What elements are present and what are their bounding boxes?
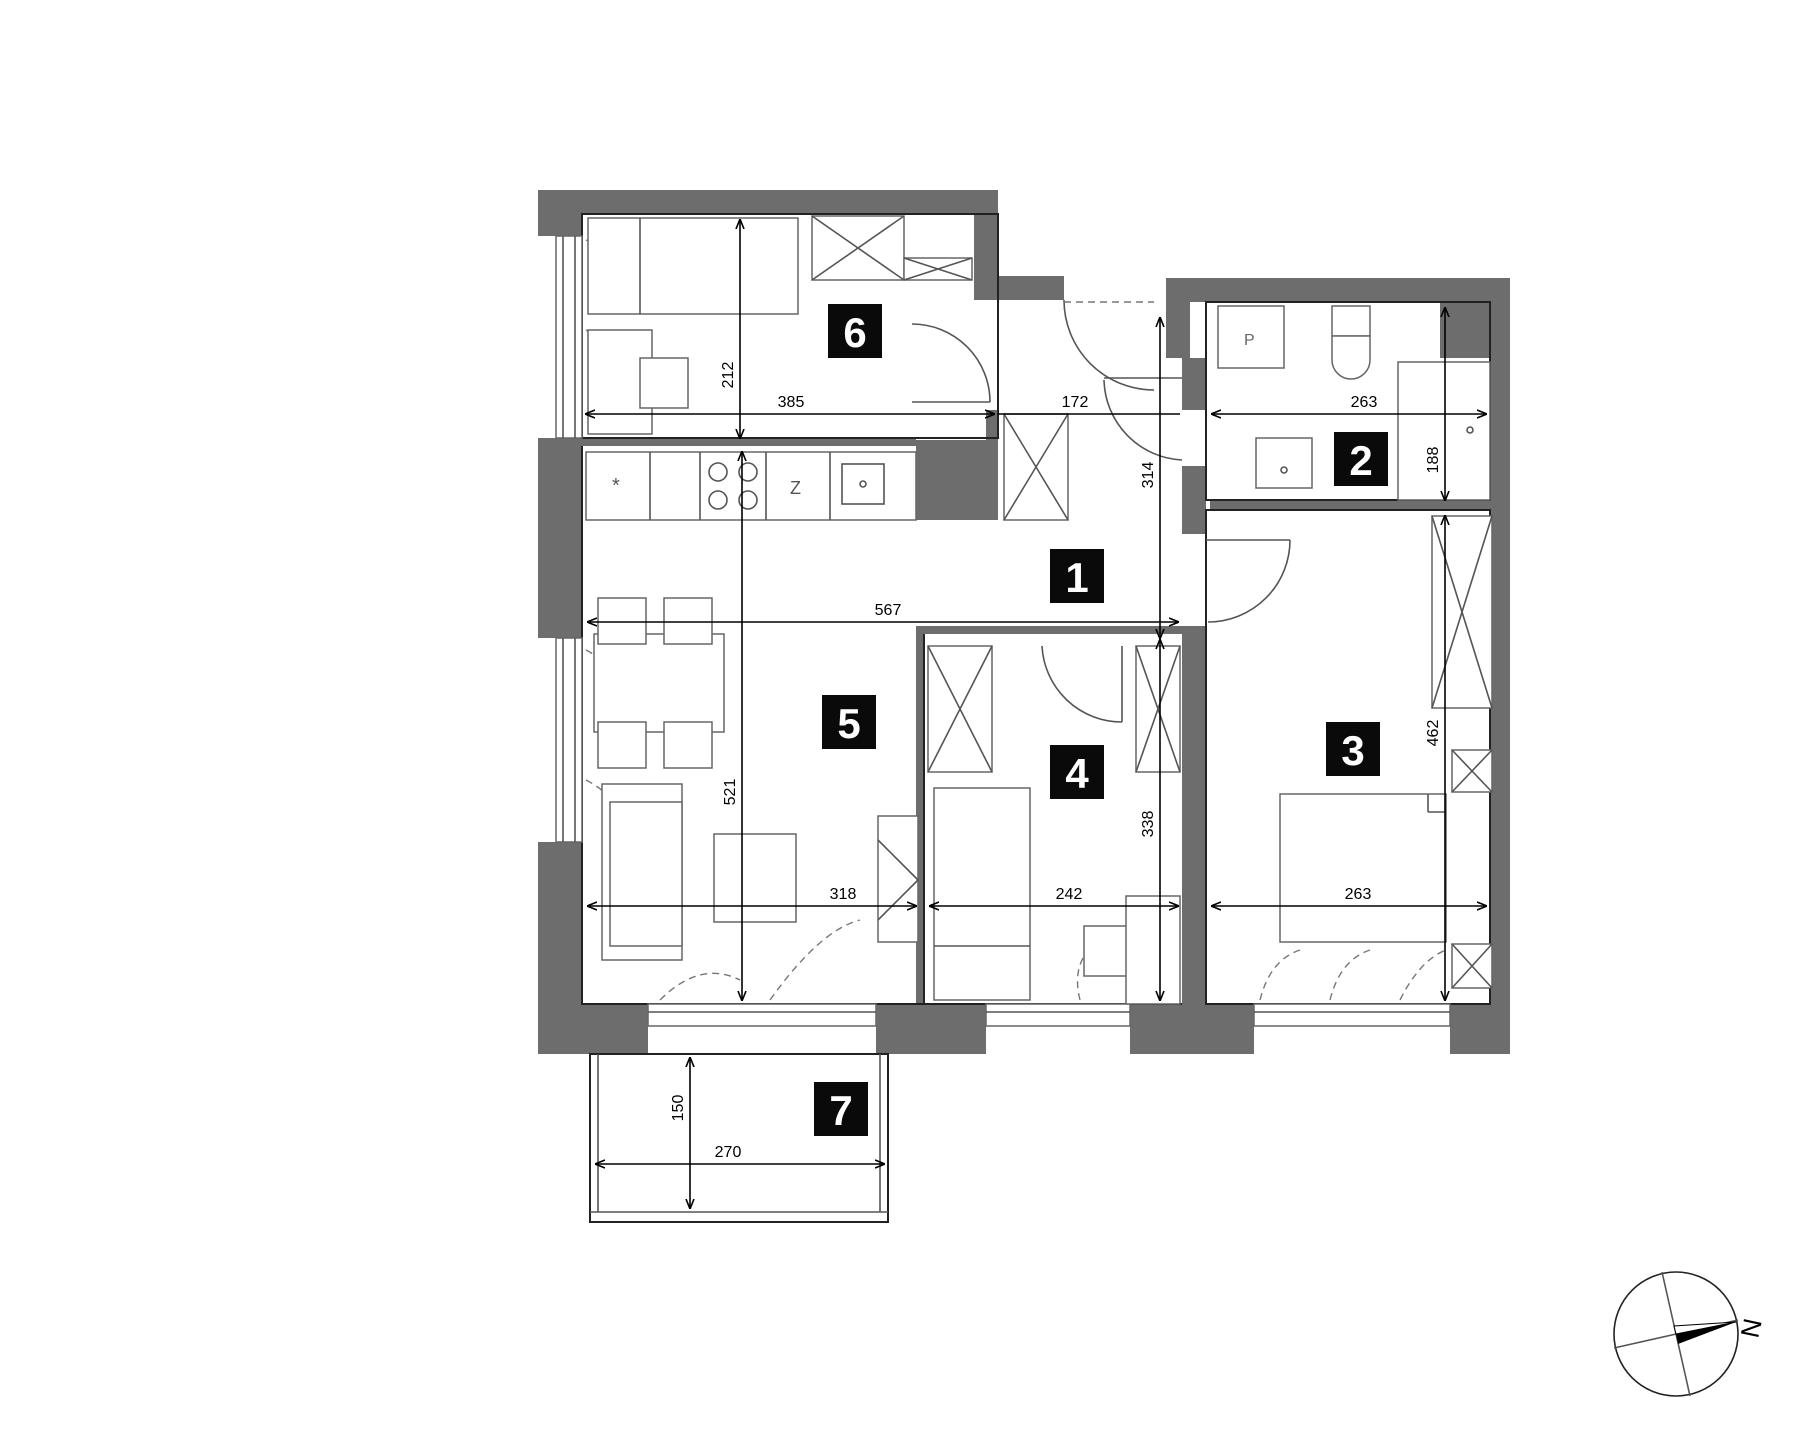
dim-567: 567: [875, 602, 902, 619]
compass-north-arrow: [1676, 1322, 1736, 1344]
dim-263-bath: 263: [1351, 394, 1378, 411]
room-label-3: 3: [1326, 722, 1380, 776]
room-label-4: 4: [1050, 745, 1104, 799]
dim-188: 188: [1425, 447, 1442, 474]
dim-521: 521: [722, 779, 739, 806]
hall-doors: [1041, 299, 1291, 723]
svg-text:3: 3: [1341, 727, 1364, 774]
dim-385: 385: [778, 394, 805, 411]
dim-263-bed: 263: [1345, 886, 1372, 903]
room-label-7: 7: [814, 1082, 868, 1136]
svg-text:6: 6: [843, 309, 866, 356]
kitchen-counter: * Z: [585, 413, 1069, 521]
room-6-furniture: [587, 215, 991, 435]
svg-text:2: 2: [1349, 437, 1372, 484]
dim-172: 172: [1062, 394, 1089, 411]
dim-318: 318: [830, 886, 857, 903]
room-label-2: 2: [1334, 432, 1388, 486]
dimension-lines: [586, 220, 1486, 1208]
svg-text:4: 4: [1065, 750, 1089, 797]
walls: [538, 190, 1510, 1054]
svg-text:*: *: [612, 475, 620, 497]
room-label-1: 1: [1050, 549, 1104, 603]
dim-462: 462: [1425, 720, 1442, 747]
room-label-6: 6: [828, 304, 882, 358]
dim-150: 150: [670, 1095, 687, 1122]
dim-314: 314: [1140, 462, 1157, 489]
compass-north-label: N: [1735, 1316, 1768, 1341]
windows: [555, 235, 1451, 1027]
svg-text:7: 7: [829, 1087, 852, 1134]
room-4-furniture: [927, 645, 1181, 1005]
dim-270: 270: [715, 1144, 742, 1161]
svg-text:Z: Z: [790, 478, 801, 498]
dimension-labels: 212 385 172 314 263 188 567 521 318 242 …: [670, 362, 1442, 1161]
svg-text:5: 5: [837, 700, 860, 747]
room-5-furniture: [593, 597, 919, 961]
room-label-5: 5: [822, 695, 876, 749]
compass-ring: [1613, 1271, 1739, 1397]
dim-242: 242: [1056, 886, 1083, 903]
svg-text:P: P: [1244, 332, 1255, 349]
room-7-balcony: [589, 1053, 889, 1223]
dim-338: 338: [1140, 811, 1157, 838]
compass: N: [1613, 1271, 1768, 1397]
svg-text:1: 1: [1065, 554, 1088, 601]
dim-212: 212: [720, 362, 737, 389]
room-labels: 6 1 2 5 4 3 7: [814, 304, 1388, 1136]
room-3-furniture: [1279, 515, 1493, 989]
